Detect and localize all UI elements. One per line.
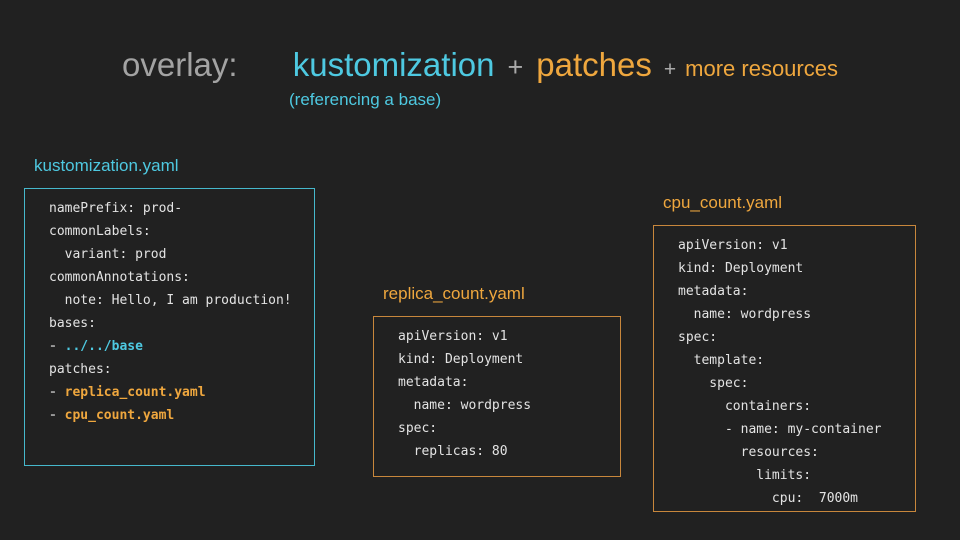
code-line: cpu: 7000m <box>678 491 859 506</box>
title-kustomization-text: kustomization <box>292 46 495 83</box>
code-line: metadata: <box>678 284 749 299</box>
title-overlay-text: overlay: <box>122 46 247 83</box>
code-line: name: wordpress <box>678 307 812 322</box>
code-line: commonLabels: <box>49 224 151 239</box>
code-line: containers: <box>678 399 812 414</box>
slide-title: overlay: kustomization + patches + more … <box>0 46 960 84</box>
title-plus-sign-1: + <box>507 52 524 82</box>
panel-label: replica_count.yaml <box>383 284 525 303</box>
panel-cpu-count-yaml: cpu_count.yaml apiVersion: v1 kind: Deplo… <box>653 192 916 512</box>
code-line: namePrefix: prod- <box>49 201 183 216</box>
code-line: template: <box>678 353 765 368</box>
code-line: note: Hello, I am production! <box>49 293 292 308</box>
code-box: namePrefix: prod-commonLabels: variant: … <box>24 188 315 466</box>
panel-replica-count-yaml: replica_count.yaml apiVersion: v1 kind: D… <box>373 283 621 477</box>
code-line: variant: prod <box>49 247 167 262</box>
title-patches-text: patches <box>536 46 652 83</box>
panel-label: cpu_count.yaml <box>663 193 783 212</box>
title-plus-sign-2: + <box>663 58 677 81</box>
code-line: apiVersion: v1 <box>398 329 508 344</box>
code-line: apiVersion: v1 <box>678 238 788 253</box>
code-line: - ../../base <box>49 339 143 354</box>
panel-kustomization-yaml: kustomization.yaml namePrefix: prod-comm… <box>24 155 315 466</box>
title-subtitle: (referencing a base) <box>289 90 442 109</box>
code-line: spec: <box>678 376 749 391</box>
code-line: patches: <box>49 362 112 377</box>
code-line: - name: my-container <box>678 422 882 437</box>
code-line: kind: Deployment <box>398 352 524 367</box>
code-line: spec: <box>398 421 438 436</box>
code-block: namePrefix: prod-commonLabels: variant: … <box>25 189 314 427</box>
code-line: kind: Deployment <box>678 261 804 276</box>
code-line: - cpu_count.yaml <box>49 408 175 423</box>
panel-label: kustomization.yaml <box>34 156 179 175</box>
code-line: metadata: <box>398 375 469 390</box>
code-line: resources: <box>678 445 819 460</box>
code-line: bases: <box>49 316 96 331</box>
code-line: limits: <box>678 468 812 483</box>
code-line: - replica_count.yaml <box>49 385 206 400</box>
code-line: name: wordpress <box>398 398 532 413</box>
code-line: replicas: 80 <box>398 444 508 459</box>
title-more-resources-text: more resources <box>685 56 838 81</box>
code-line: spec: <box>678 330 718 345</box>
code-line: commonAnnotations: <box>49 270 190 285</box>
